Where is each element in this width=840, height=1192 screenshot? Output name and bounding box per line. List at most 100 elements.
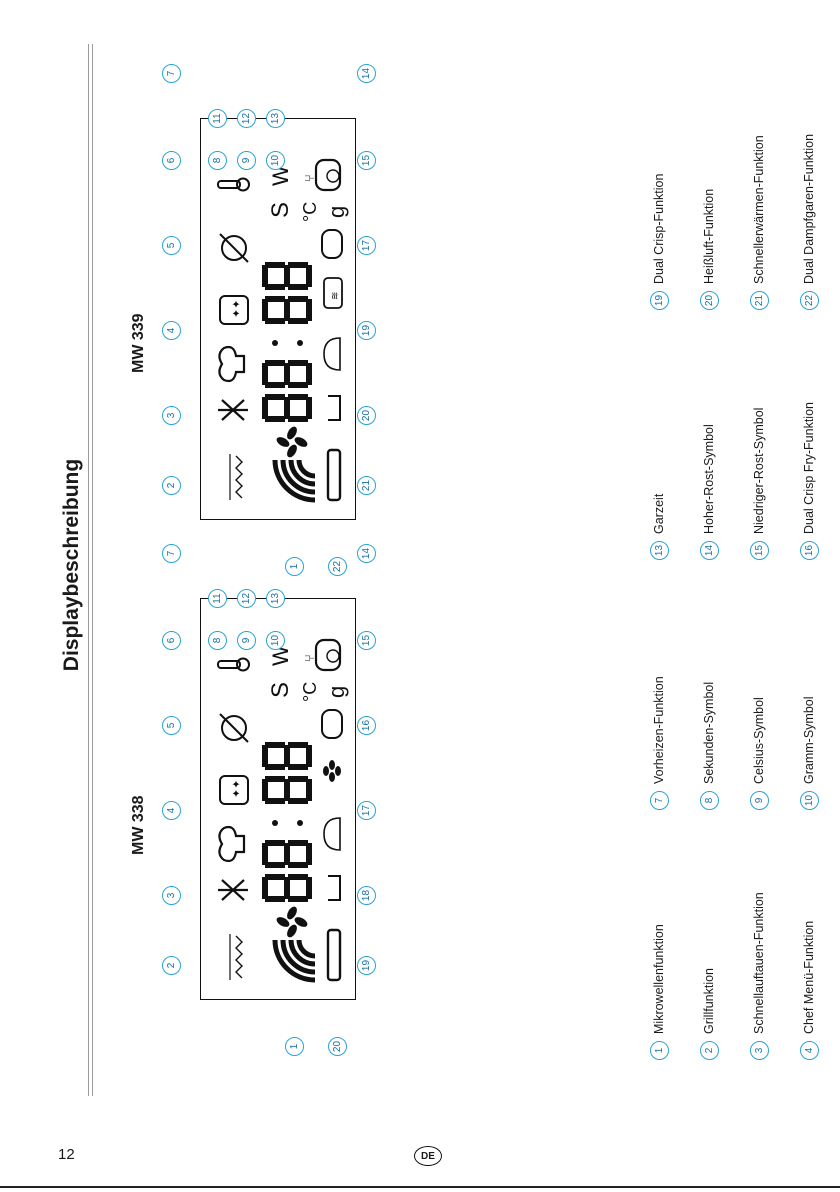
preheat-icon bbox=[217, 180, 241, 189]
preheat-bulb-icon bbox=[236, 177, 250, 192]
fan-icon bbox=[276, 437, 290, 447]
legend-number-badge: 2 bbox=[700, 1041, 719, 1060]
callout-badge: 5 bbox=[162, 236, 181, 255]
digit-3-seg-h1 bbox=[284, 299, 290, 321]
digit-1-seg-h0 bbox=[262, 877, 268, 899]
digit-3-seg-v3 bbox=[288, 296, 308, 302]
legend-number-badge: 19 bbox=[650, 291, 669, 310]
callout-badge: 19 bbox=[357, 321, 376, 340]
digit-2-seg-v2 bbox=[288, 382, 308, 388]
fan-icon bbox=[276, 917, 290, 927]
chef-hat-icon bbox=[218, 345, 246, 383]
colon-bottom bbox=[297, 340, 303, 346]
digit-4-seg-v3 bbox=[288, 262, 308, 268]
legend-number-badge: 21 bbox=[750, 291, 769, 310]
callout-badge: 11 bbox=[208, 109, 227, 128]
left-rule-inner bbox=[92, 44, 93, 1096]
dual-crisp-fry-icon bbox=[335, 766, 341, 776]
dual-crisp-fry-icon bbox=[329, 760, 335, 770]
language-badge: DE bbox=[414, 1146, 442, 1166]
digit-1-seg-h2 bbox=[306, 877, 312, 899]
digit-2-seg-h2 bbox=[306, 843, 312, 865]
callout-badge: 21 bbox=[357, 476, 376, 495]
turntable-stop-icon bbox=[221, 235, 247, 261]
digit-3-seg-v2 bbox=[288, 318, 308, 324]
callout-badge: 13 bbox=[266, 589, 285, 608]
callout-badge: 22 bbox=[328, 557, 347, 576]
digit-1-seg-v3 bbox=[288, 394, 308, 400]
digit-1-seg-v3 bbox=[288, 874, 308, 880]
callout-badge: 15 bbox=[357, 631, 376, 650]
fan-icon bbox=[294, 437, 308, 447]
legend-item-22: 22 Dual Dampfgaren-Funktion bbox=[800, 64, 819, 310]
bottom-line bbox=[0, 1186, 840, 1188]
legend-number-badge: 1 bbox=[650, 1041, 669, 1060]
callout-badge: 7 bbox=[162, 64, 181, 83]
chef-hat-icon bbox=[218, 825, 246, 863]
legend-label: Dual Dampfgaren-Funktion bbox=[802, 133, 816, 284]
digit-2-seg-v1 bbox=[265, 840, 285, 846]
callout-badge: 7 bbox=[162, 544, 181, 563]
sparkle-icon: ✦✦ bbox=[231, 300, 243, 318]
microwave-icon bbox=[272, 459, 316, 503]
callout-badge: 20 bbox=[328, 1037, 347, 1056]
digit-3-seg-h0 bbox=[262, 299, 268, 321]
digit-3-seg-h0 bbox=[262, 779, 268, 801]
legend-label: Dual Crisp-Funktion bbox=[652, 173, 666, 284]
grill-icon bbox=[235, 455, 243, 499]
digit-4-seg-h0 bbox=[262, 265, 268, 287]
digit-4-seg-h1 bbox=[284, 265, 290, 287]
callout-badge: 10 bbox=[266, 151, 285, 170]
gram-symbol: g bbox=[324, 206, 349, 218]
digit-2-seg-h2 bbox=[306, 363, 312, 385]
clock-icon bbox=[326, 169, 340, 183]
dual-crisp-icon bbox=[326, 928, 342, 982]
legend-label: Sekunden-Symbol bbox=[702, 681, 716, 784]
digit-1-seg-h1 bbox=[284, 397, 290, 419]
model-mw338-label: MW 338 bbox=[130, 795, 147, 855]
callout-badge: 18 bbox=[357, 886, 376, 905]
model-mw339-label: MW 339 bbox=[130, 313, 147, 373]
watt-symbol: W bbox=[268, 645, 293, 666]
digit-4-seg-v2 bbox=[288, 284, 308, 290]
colon-bottom bbox=[297, 820, 303, 826]
fan-icon bbox=[287, 426, 297, 440]
callout-badge: 17 bbox=[357, 236, 376, 255]
callout-badge: 12 bbox=[237, 109, 256, 128]
turntable-stop-slash-icon bbox=[219, 713, 249, 743]
legend-number-badge: 4 bbox=[800, 1041, 819, 1060]
preheat-bulb-icon bbox=[236, 657, 250, 672]
fan-icon bbox=[294, 917, 308, 927]
callout-badge: 12 bbox=[237, 589, 256, 608]
dual-crisp-fry-icon bbox=[329, 772, 335, 782]
legend-number-badge: 22 bbox=[800, 291, 819, 310]
callout-badge: 20 bbox=[357, 406, 376, 425]
callout-badge: 1 bbox=[285, 557, 304, 576]
microwave-icon bbox=[272, 939, 316, 983]
legend-number-badge: 14 bbox=[700, 541, 719, 560]
legend-item-19: 19 Dual Crisp-Funktion bbox=[650, 64, 669, 310]
digit-2-seg-v1 bbox=[265, 360, 285, 366]
defrost-icon bbox=[218, 399, 248, 421]
legend-number-badge: 20 bbox=[700, 291, 719, 310]
callout-badge: 17 bbox=[357, 801, 376, 820]
legend-label: Garzeit bbox=[652, 493, 666, 534]
defrost-icon bbox=[218, 879, 248, 901]
fan-icon bbox=[287, 906, 297, 920]
callout-badge: 1 bbox=[285, 1037, 304, 1056]
keep-warm-icon bbox=[328, 875, 341, 901]
callout-badge: 14 bbox=[357, 64, 376, 83]
digit-1-seg-v2 bbox=[288, 416, 308, 422]
callout-badge: 2 bbox=[162, 956, 181, 975]
digit-1-seg-v0 bbox=[265, 416, 285, 422]
high-rack-icon bbox=[314, 158, 342, 192]
callout-badge: 9 bbox=[237, 631, 256, 650]
